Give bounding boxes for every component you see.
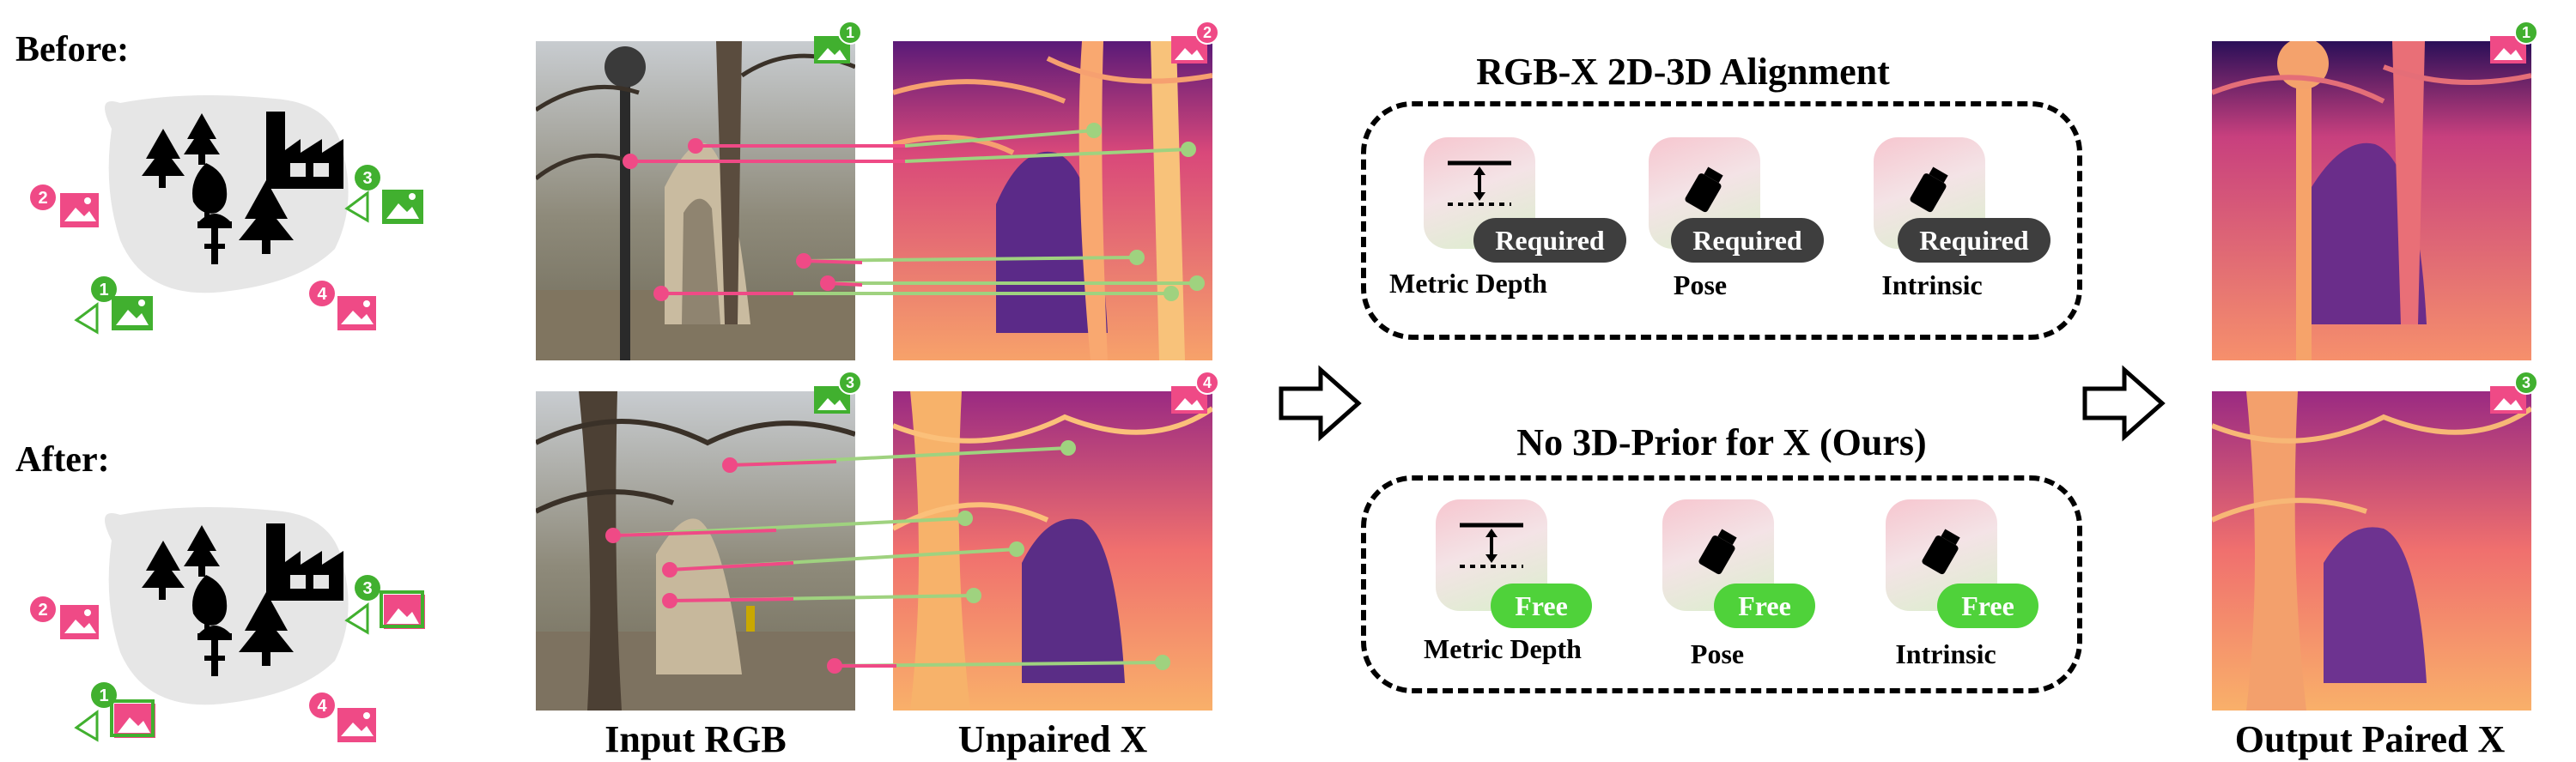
camera-pose-icon — [1685, 166, 1723, 213]
status-badge: Free — [1937, 584, 2038, 628]
marker-4-icon: 4 — [305, 275, 391, 335]
item-label-metric-depth: Metric Depth — [1424, 633, 1582, 664]
svg-text:1: 1 — [2522, 24, 2530, 41]
alignment-title: RGB-X 2D-3D Alignment — [1476, 51, 1890, 93]
factory-icon — [266, 112, 343, 189]
lamp-icon — [197, 214, 232, 264]
caption-unpaired-x: Unpaired X — [957, 718, 1148, 760]
alignment-box — [1361, 101, 2082, 340]
marker-2-icon: 2 — [17, 584, 112, 644]
status-badge: Free — [1714, 584, 1815, 628]
tree-icon — [142, 113, 294, 254]
svg-text:3: 3 — [362, 169, 372, 188]
badge-1-icon: 1 — [2490, 21, 2542, 65]
svg-text:2: 2 — [1203, 24, 1212, 41]
svg-text:1: 1 — [99, 281, 108, 299]
output-paired-x-image-1 — [2212, 41, 2531, 360]
after-scene-diagram — [17, 489, 361, 747]
marker-3-paired-icon: 3 — [343, 571, 438, 639]
tree-icon — [142, 525, 294, 666]
before-label: Before: — [15, 30, 130, 70]
input-rgb-image-3 — [536, 391, 855, 711]
camera-intrinsic-icon — [1922, 529, 1960, 575]
status-badge: Required — [1473, 218, 1626, 263]
status-badge: Required — [1898, 218, 2050, 263]
marker-1-icon: 1 — [73, 270, 167, 339]
camera-pose-icon — [1698, 529, 1737, 575]
svg-text:3: 3 — [846, 374, 854, 391]
svg-text:4: 4 — [317, 697, 327, 716]
marker-3-icon: 3 — [343, 159, 438, 227]
svg-text:3: 3 — [2522, 374, 2530, 391]
marker-2-icon: 2 — [17, 172, 112, 232]
lamp-icon — [197, 626, 232, 676]
marker-4-icon: 4 — [305, 686, 391, 747]
badge-3-icon: 3 — [2490, 371, 2542, 415]
status-badge: Required — [1671, 218, 1824, 263]
output-paired-x-image-3 — [2212, 391, 2531, 711]
item-label-metric-depth: Metric Depth — [1389, 268, 1547, 299]
after-label: After: — [15, 440, 110, 480]
badge-3-icon: 3 — [814, 371, 866, 415]
arrow-right-icon — [1278, 365, 1364, 442]
svg-text:1: 1 — [846, 24, 854, 41]
metric-depth-icon — [1448, 160, 1511, 206]
marker-1-paired-icon: 1 — [73, 678, 176, 747]
badge-1-icon: 1 — [814, 21, 862, 65]
ours-title: No 3D-Prior for X (Ours) — [1516, 421, 1927, 463]
ours-box — [1361, 475, 2082, 693]
status-badge: Free — [1491, 584, 1592, 628]
item-label-pose: Pose — [1690, 638, 1745, 669]
before-scene-diagram — [17, 77, 361, 335]
badge-4-icon: 4 — [1171, 371, 1223, 415]
pose-tile — [1662, 499, 1774, 611]
camera-intrinsic-icon — [1910, 166, 1948, 213]
item-label-intrinsic: Intrinsic — [1881, 269, 1983, 300]
factory-icon — [266, 523, 343, 601]
arrow-right-icon — [2081, 365, 2167, 442]
badge-2-icon: 2 — [1171, 21, 1223, 65]
item-label-pose: Pose — [1673, 269, 1728, 300]
metric-depth-icon — [1460, 523, 1523, 568]
caption-input-rgb: Input RGB — [605, 718, 787, 760]
svg-text:2: 2 — [38, 601, 47, 620]
svg-text:1: 1 — [99, 686, 108, 705]
correspondence-lines — [536, 41, 1212, 711]
unpaired-x-image-2 — [893, 41, 1212, 360]
marker-2-num: 2 — [38, 189, 47, 208]
item-label-intrinsic: Intrinsic — [1895, 638, 1996, 669]
input-rgb-image-1 — [536, 41, 855, 360]
svg-text:4: 4 — [1203, 374, 1212, 391]
svg-text:3: 3 — [362, 579, 372, 598]
svg-text:4: 4 — [317, 285, 327, 304]
caption-output-paired-x: Output Paired X — [2234, 718, 2506, 760]
